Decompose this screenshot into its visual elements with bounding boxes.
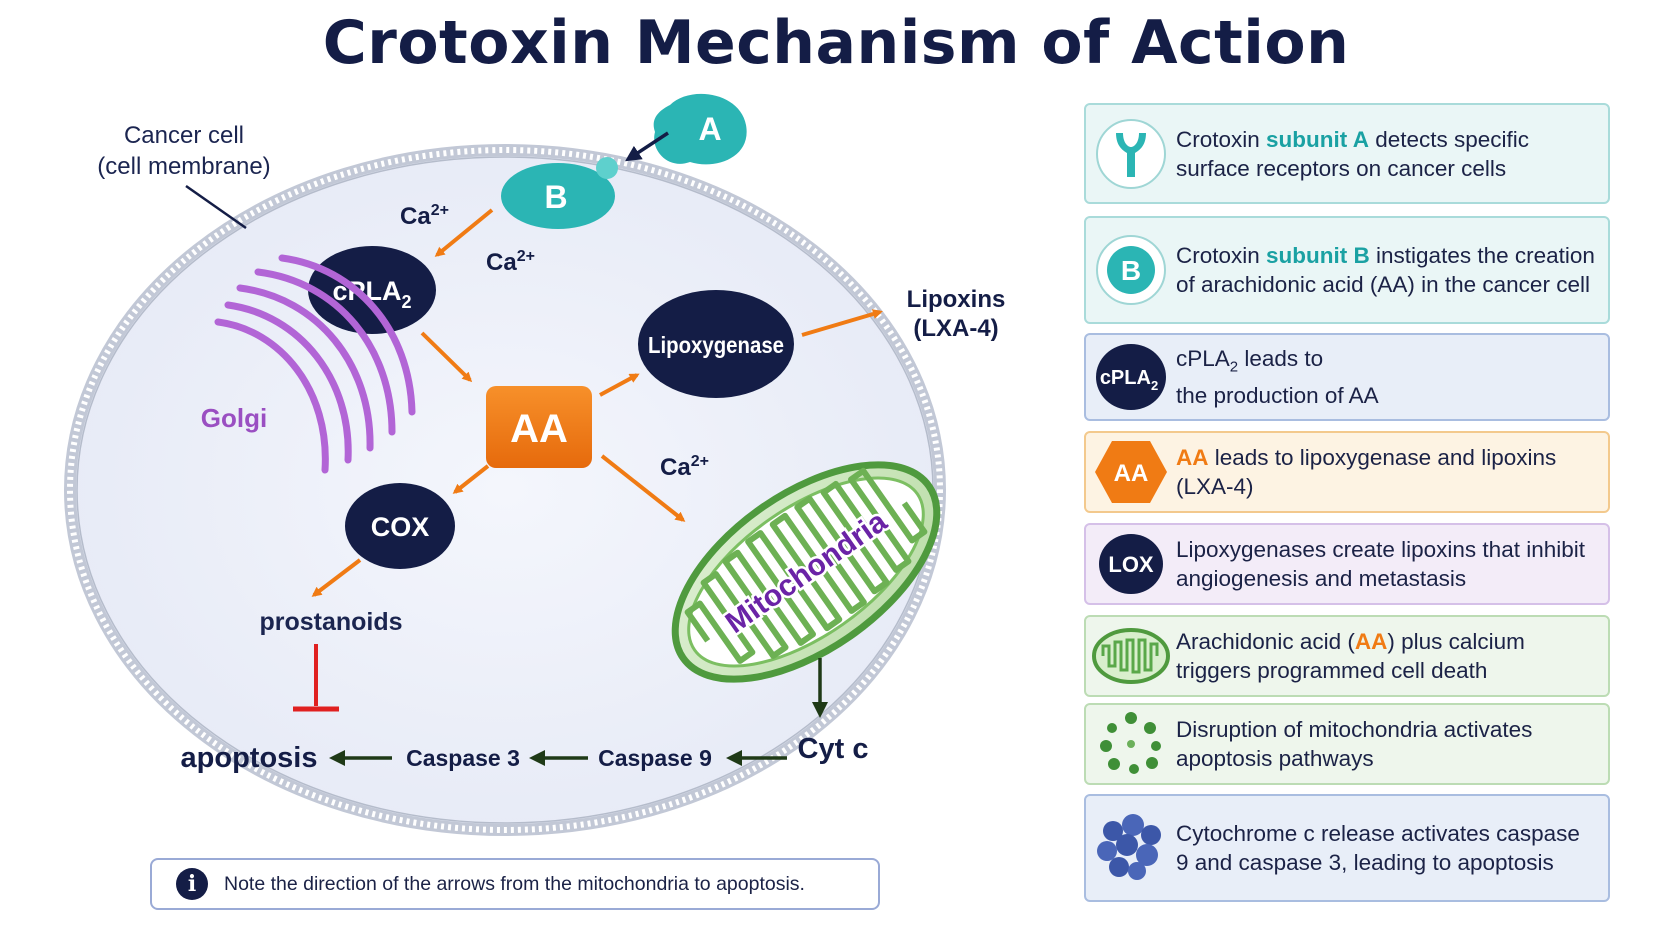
page-title: Crotoxin Mechanism of Action xyxy=(322,8,1350,78)
legend-text-cytochrome: Cytochrome c release activates caspase 9… xyxy=(1176,821,1580,875)
caspase3-label: Caspase 3 xyxy=(406,745,520,771)
subunit-b: B xyxy=(501,157,618,229)
legend-text-subunit-b: Crotoxin subunit B instigates the creati… xyxy=(1176,243,1595,297)
ca-label-3: Ca2+ xyxy=(660,453,709,481)
mitochondria-icon xyxy=(1086,617,1176,695)
golgi-label: Golgi xyxy=(201,403,267,433)
arrow-a-to-b xyxy=(624,131,669,162)
subunit-a-label: A xyxy=(698,111,721,147)
legend-text-disruption: Disruption of mitochondria activates apo… xyxy=(1176,717,1533,771)
cell-label-pointer xyxy=(185,184,247,230)
legend-text-lox: Lipoxygenases create lipoxins that inhib… xyxy=(1176,537,1585,591)
cell-label-line1: Cancer cell xyxy=(124,122,244,149)
lipoxygenase-node: Lipoxygenase xyxy=(638,290,794,398)
arrow-aa-to-lipoxygenase xyxy=(599,373,640,397)
aa-hexagon-icon: AA xyxy=(1086,433,1176,511)
note-box: i Note the direction of the arrows from … xyxy=(150,858,880,910)
receptor-y-icon xyxy=(1086,105,1176,202)
cell-label-line2: (cell membrane) xyxy=(97,153,270,180)
lox-icon: LOX xyxy=(1086,525,1176,603)
prostanoids-label: prostanoids xyxy=(259,608,402,636)
cox-label: COX xyxy=(371,512,430,542)
info-icon: i xyxy=(176,868,208,900)
arrow-b-to-cpla2 xyxy=(434,208,494,257)
caspase9-label: Caspase 9 xyxy=(598,745,712,771)
legend-text-subunit-a: Crotoxin subunit A detects specific surf… xyxy=(1176,126,1530,181)
legend-card-lox: LOX Lipoxygenases create lipoxins that i… xyxy=(1084,523,1610,605)
cpla2-node: cPLA2 xyxy=(308,246,436,334)
legend-card-mitochondria: Arachidonic acid (AA) plus calcium trigg… xyxy=(1084,615,1610,697)
apoptosis-label: apoptosis xyxy=(181,742,318,774)
svg-text:cPLA2: cPLA2 xyxy=(1100,367,1158,393)
arrow-aa-to-mitochondria xyxy=(600,454,686,522)
subunit-a: A xyxy=(653,93,747,165)
legend-card-subunit-a: Crotoxin subunit A detects specific surf… xyxy=(1084,103,1610,204)
svg-text:AA: AA xyxy=(1114,460,1149,487)
ca-label-1: Ca2+ xyxy=(400,202,449,230)
cpla2-icon: cPLA2 xyxy=(1086,335,1176,419)
lipoxins-label-line1: Lipoxins xyxy=(907,286,1006,313)
inhibition-symbol xyxy=(293,644,339,712)
legend-card-cytochrome: Cytochrome c release activates caspase 9… xyxy=(1084,794,1610,902)
subunit-b-label: B xyxy=(544,179,567,215)
arrow-cox-to-prostanoids xyxy=(311,558,362,597)
aa-label: AA xyxy=(510,407,568,451)
arrow-cpla2-to-aa xyxy=(420,331,473,383)
legend-card-disruption: Disruption of mitochondria activates apo… xyxy=(1084,703,1610,785)
legend-text-mitochondria: Arachidonic acid (AA) plus calcium trigg… xyxy=(1176,629,1525,683)
ca-label-2: Ca2+ xyxy=(486,248,535,276)
golgi-apparatus xyxy=(214,254,416,474)
note-text: Note the direction of the arrows from th… xyxy=(224,872,805,895)
legend-card-aa: AA AA leads to lipoxygenase and lipoxins… xyxy=(1084,431,1610,513)
b-circle-icon: B xyxy=(1086,218,1176,322)
lipoxins-label-line2: (LXA-4) xyxy=(913,315,998,342)
legend-card-subunit-b: B Crotoxin subunit B instigates the crea… xyxy=(1084,216,1610,324)
cytc-label: Cyt c xyxy=(798,733,869,765)
mitochondria: Mitochondria xyxy=(671,461,941,683)
aa-node: AA xyxy=(486,386,592,468)
legend-text-aa: AA leads to lipoxygenase and lipoxins (L… xyxy=(1176,445,1557,499)
svg-text:B: B xyxy=(1121,255,1141,286)
cytochrome-cluster-icon xyxy=(1086,796,1176,900)
lipoxygenase-label: Lipoxygenase xyxy=(648,332,784,358)
dots-icon xyxy=(1086,705,1176,783)
arrow-lipoxygenase-to-lipoxins xyxy=(801,309,883,337)
svg-text:LOX: LOX xyxy=(1108,552,1154,577)
cox-node: COX xyxy=(345,483,455,569)
arrow-aa-to-cox xyxy=(452,464,490,494)
